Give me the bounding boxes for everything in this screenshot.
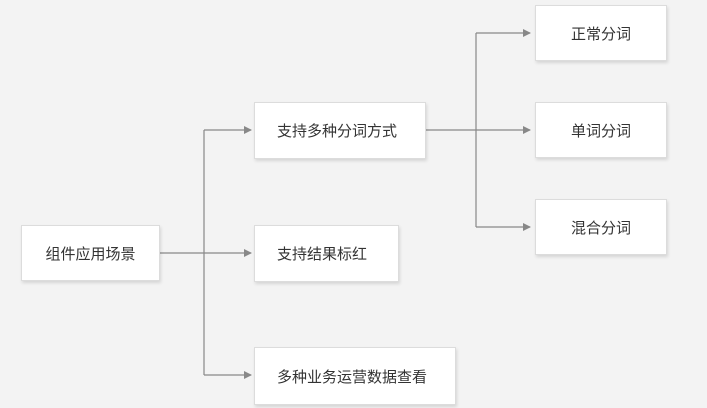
node-mixed-tokenization[interactable]: 混合分词 xyxy=(535,199,667,255)
node-result-highlight[interactable]: 支持结果标红 xyxy=(254,225,399,282)
node-mixed-tokenization-label: 混合分词 xyxy=(570,218,631,237)
node-normal-tokenization-label: 正常分词 xyxy=(570,24,631,43)
node-tokenization-modes[interactable]: 支持多种分词方式 xyxy=(254,102,426,159)
node-normal-tokenization[interactable]: 正常分词 xyxy=(535,5,667,61)
node-result-highlight-label: 支持结果标红 xyxy=(277,245,368,263)
node-root[interactable]: 组件应用场景 xyxy=(21,225,160,281)
node-root-label: 组件应用场景 xyxy=(45,244,136,263)
node-single-word-tokenization[interactable]: 单词分词 xyxy=(535,102,667,158)
node-single-word-tokenization-label: 单词分词 xyxy=(570,121,631,140)
node-operations-data-label: 多种业务运营数据查看 xyxy=(277,367,428,386)
node-operations-data[interactable]: 多种业务运营数据查看 xyxy=(254,347,456,405)
node-tokenization-modes-label: 支持多种分词方式 xyxy=(277,122,398,140)
